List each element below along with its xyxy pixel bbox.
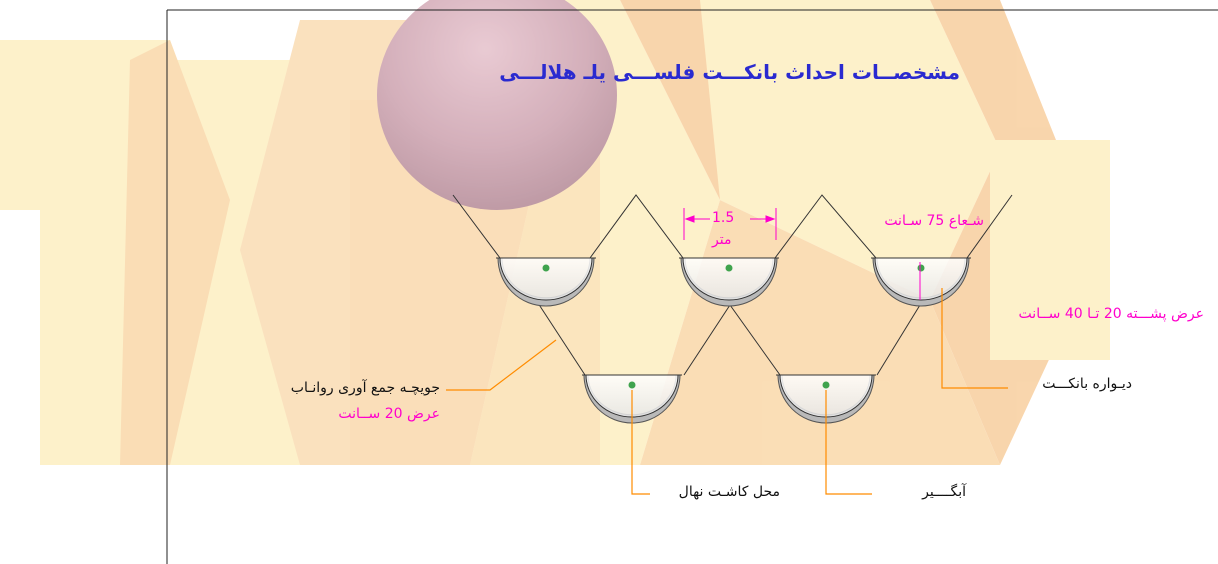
wall-label: دیـواره بانکـــت xyxy=(1042,376,1132,392)
background-watermark xyxy=(0,0,1110,465)
page-title: مشخصــات احداث بانکـــت فلســـی یلـ هلال… xyxy=(499,60,960,84)
catchment-label: آبگــــیر xyxy=(922,484,966,500)
catchment-area xyxy=(499,257,593,301)
radius-label: شـعاع 75 سـانت xyxy=(884,213,984,229)
leader-lines xyxy=(446,288,1008,495)
spacing-value: 1.5 xyxy=(712,210,735,226)
seedling-dot xyxy=(542,264,550,272)
spacing-unit: متر xyxy=(712,232,732,248)
half-moon-bunds xyxy=(496,257,971,424)
seedling-dot xyxy=(822,381,830,389)
catchment-area xyxy=(874,257,968,301)
channel-width-label: عرض 20 ســانت xyxy=(338,406,440,422)
drawing-frame xyxy=(166,9,1218,564)
half-moon-bund xyxy=(871,257,971,307)
half-moon-bund xyxy=(496,257,596,307)
back-width-label: عرض پشـــته 20 تـا 40 ســانت xyxy=(1018,306,1204,322)
channel-label: جویچـه جمع آوری روانـاب xyxy=(290,380,440,396)
spacing-dimension xyxy=(683,208,777,240)
seedling-dot xyxy=(628,381,636,389)
planting-label: محل کاشـت نهال xyxy=(678,484,780,500)
catchment-area xyxy=(682,257,776,301)
half-moon-bund xyxy=(679,257,779,307)
seedling-dot xyxy=(725,264,733,272)
seedling-dot xyxy=(917,264,925,272)
